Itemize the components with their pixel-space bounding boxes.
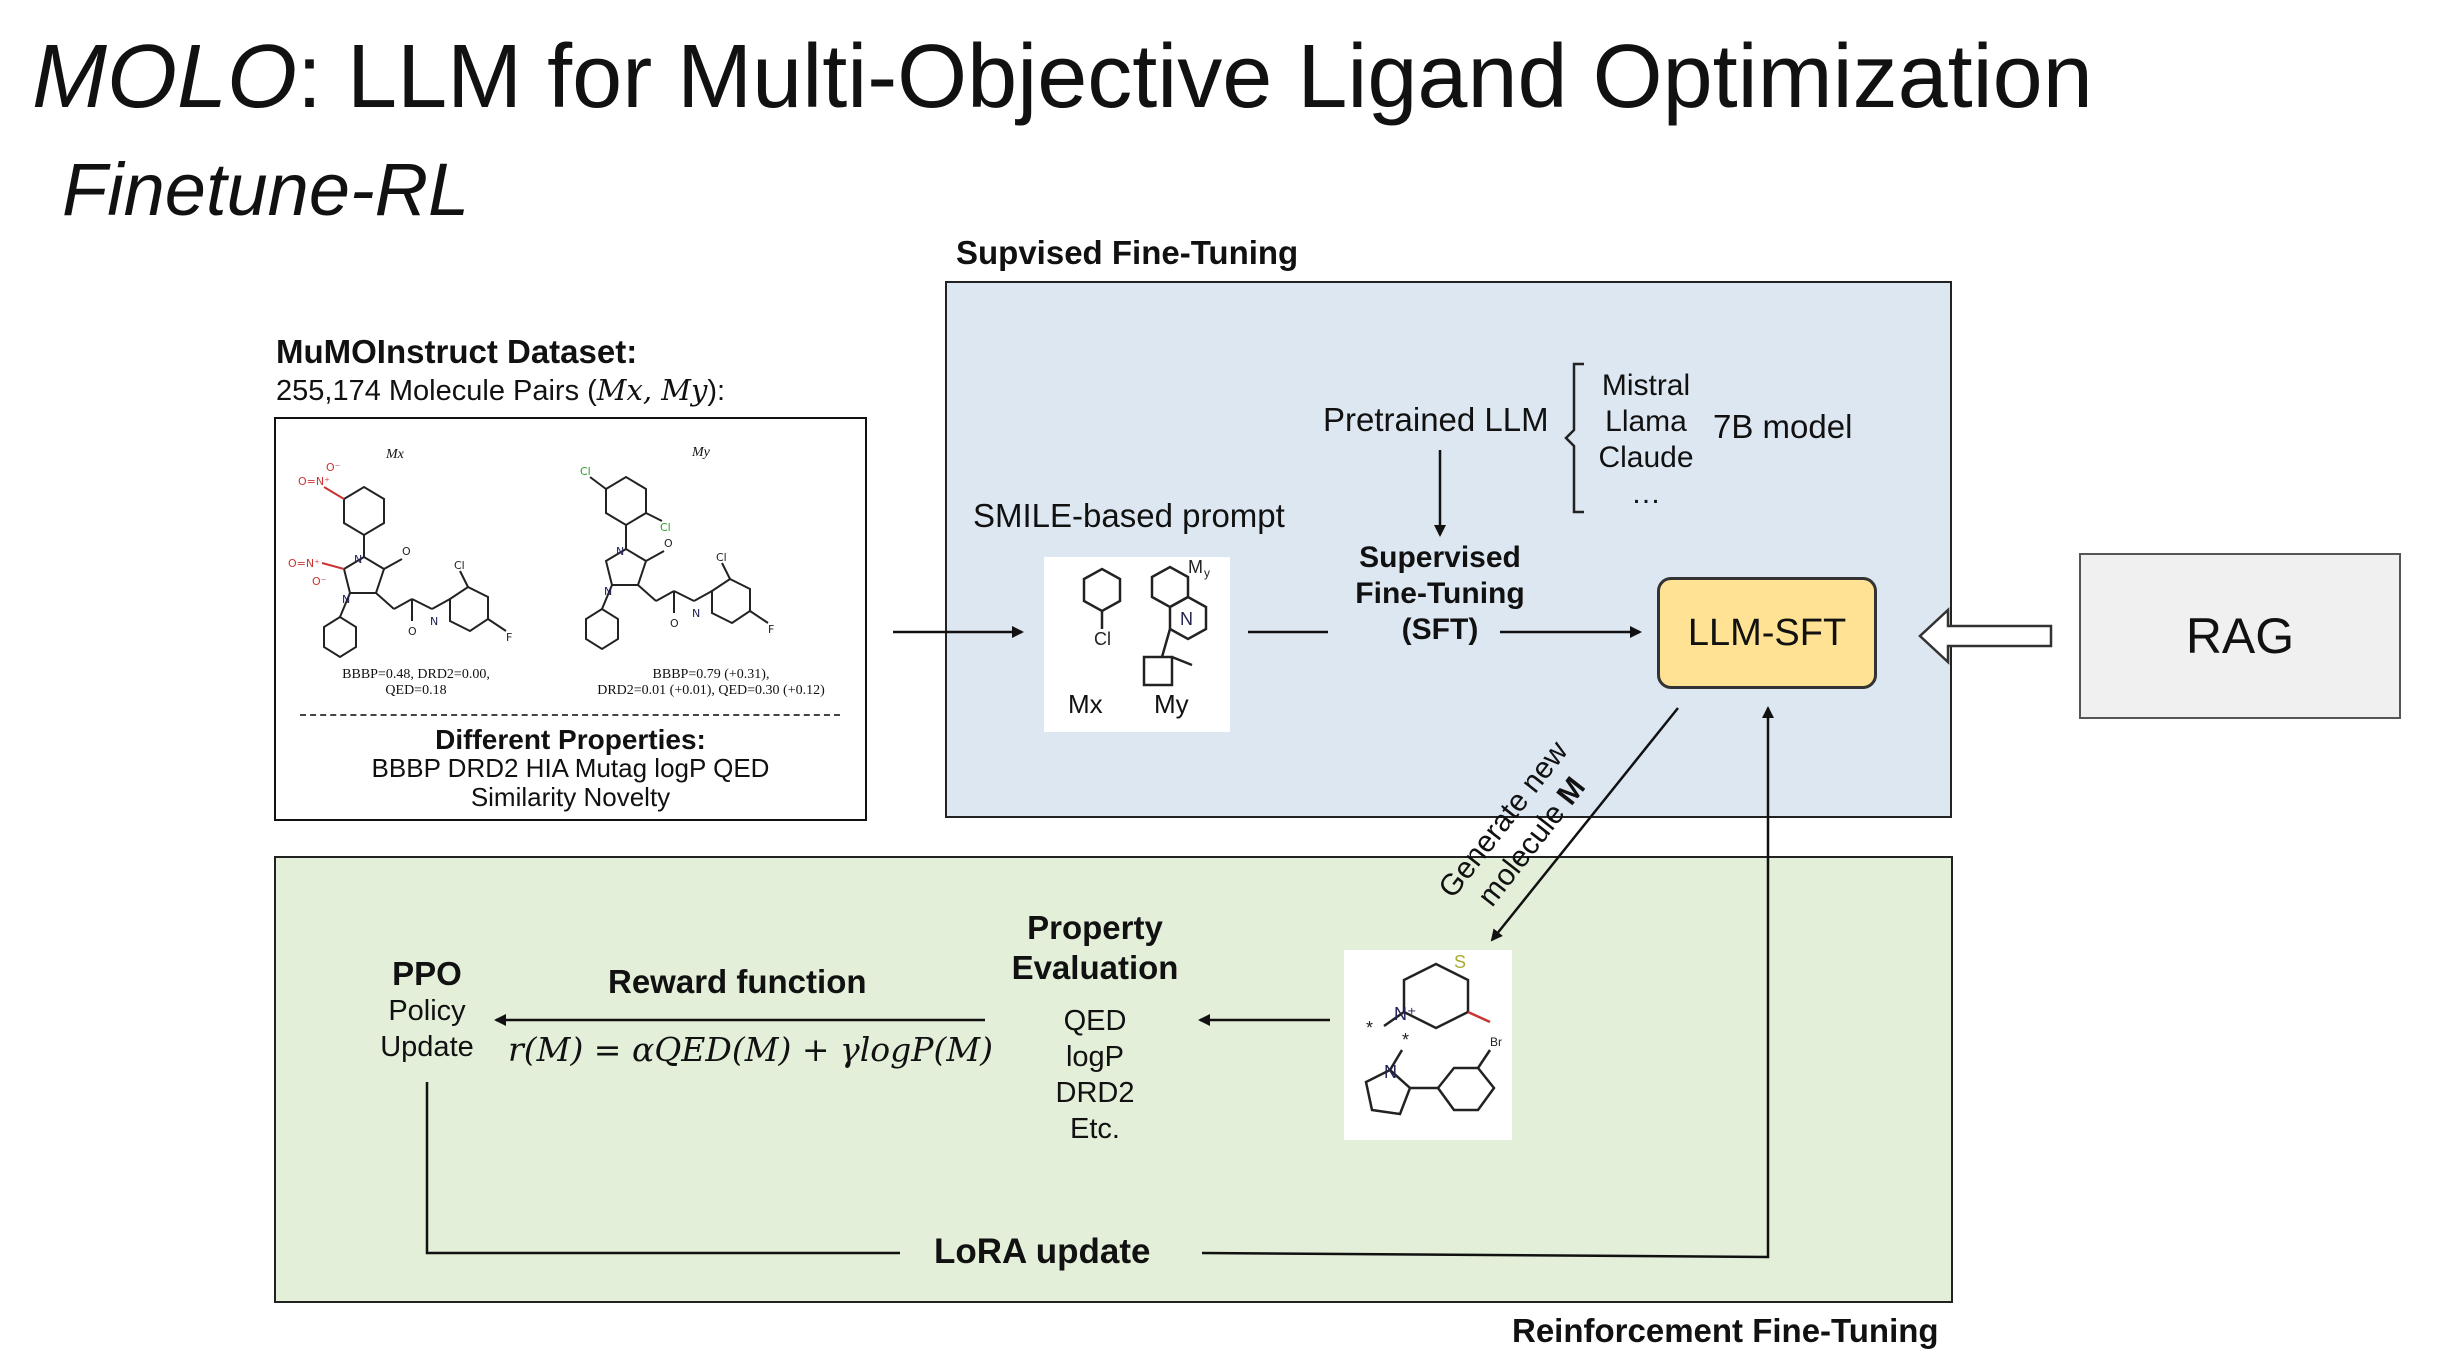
svg-text:O⁻: O⁻ xyxy=(312,575,327,588)
page-subtitle: Finetune-RL xyxy=(62,148,470,231)
svg-text:N: N xyxy=(430,615,438,628)
svg-text:*: * xyxy=(1402,1030,1409,1050)
lora-update-label: LoRA update xyxy=(934,1232,1151,1271)
page-title: MOLO: LLM for Multi-Objective Ligand Opt… xyxy=(32,27,2093,127)
prompt-label: SMILE-based prompt xyxy=(973,497,1285,534)
svg-text:Cl: Cl xyxy=(1094,629,1111,649)
rl-section-box xyxy=(274,856,1953,1303)
sft-section-label: Supvised Fine-Tuning xyxy=(956,234,1299,271)
arrow-lora-to-llm xyxy=(1201,706,1774,1259)
svg-text:Cl: Cl xyxy=(716,551,727,564)
svg-text:N: N xyxy=(1180,609,1193,629)
molecule-mx-structure: O=N⁺O⁻ O=N⁺O⁻ O O NN N Cl F xyxy=(288,461,512,659)
svg-text:Cl: Cl xyxy=(660,521,671,534)
reward-formula: r(M) = αQED(M) + γlogP(M) xyxy=(508,1030,994,1069)
model-size-label: 7B model xyxy=(1713,408,1853,445)
svg-text:N: N xyxy=(616,545,624,558)
ppo-block: PPO Policy Update xyxy=(367,955,487,1065)
svg-text:S: S xyxy=(1454,952,1466,972)
model-llama: Llama xyxy=(1605,405,1687,438)
svg-text:F: F xyxy=(506,631,512,644)
svg-text:Cl: Cl xyxy=(454,559,465,572)
svg-text:O⁻: O⁻ xyxy=(326,461,341,474)
svg-text:N: N xyxy=(354,553,362,566)
svg-text:N⁺: N⁺ xyxy=(1394,1004,1417,1024)
svg-text:N: N xyxy=(692,607,700,620)
svg-text:*: * xyxy=(1366,1018,1373,1038)
svg-text:N: N xyxy=(604,585,612,598)
svg-text:Cl: Cl xyxy=(580,465,591,478)
dataset-mx-label: Mx xyxy=(386,447,404,462)
dataset-my-label: My xyxy=(692,445,710,460)
prompt-mx: Mx xyxy=(1068,689,1103,719)
props-heading: Different Properties: xyxy=(435,724,706,755)
dataset-heading: MuMOInstruct Dataset: xyxy=(276,333,638,370)
svg-text:O: O xyxy=(670,617,679,630)
model-mistral: Mistral xyxy=(1601,369,1691,402)
my-props: BBBP=0.79 (+0.31),DRD2=0.01 (+0.01), QED… xyxy=(597,667,825,698)
prompt-my: My xyxy=(1154,689,1189,719)
model-more: … xyxy=(1631,477,1661,510)
props-line-1: BBBP DRD2 HIA Mutag logP QED xyxy=(371,753,770,783)
props-line-2: Similarity Novelty xyxy=(470,782,671,812)
arrow-rag-to-llm xyxy=(1918,607,2053,665)
llm-sft-node: LLM-SFT xyxy=(1657,577,1877,689)
svg-text:F: F xyxy=(768,623,774,636)
model-claude: Claude xyxy=(1598,441,1694,474)
svg-text:Br: Br xyxy=(1490,1035,1502,1049)
svg-text:O: O xyxy=(402,545,411,558)
models-brace xyxy=(1562,362,1592,514)
svg-text:M: M xyxy=(1188,557,1203,577)
model-list: Mistral Llama Claude … xyxy=(1586,368,1706,512)
dataset-pairs: 255,174 Molecule Pairs (Mx, My): xyxy=(276,373,726,407)
svg-text:N: N xyxy=(342,593,350,606)
generated-molecule: S N⁺ * * N Br xyxy=(1344,950,1512,1140)
arrow-llm-to-molecule xyxy=(1490,707,1679,942)
dataset-divider xyxy=(300,714,840,716)
mx-props: BBBP=0.48, DRD2=0.00,QED=0.18 xyxy=(342,667,490,698)
svg-text:N: N xyxy=(1384,1062,1397,1082)
ppo-title: PPO xyxy=(392,955,462,992)
svg-text:O: O xyxy=(408,625,417,638)
svg-text:O=N⁺: O=N⁺ xyxy=(298,475,330,488)
svg-text:O: O xyxy=(664,537,673,550)
rl-section-label: Reinforcement Fine-Tuning xyxy=(1512,1312,1939,1349)
rag-node: RAG xyxy=(2079,553,2401,719)
reward-title: Reward function xyxy=(608,963,867,1000)
pretrained-llm-label: Pretrained LLM xyxy=(1323,401,1549,438)
svg-text:y: y xyxy=(1204,566,1210,580)
svg-text:O=N⁺: O=N⁺ xyxy=(288,557,320,570)
line-ppo-to-lora xyxy=(425,1082,900,1255)
